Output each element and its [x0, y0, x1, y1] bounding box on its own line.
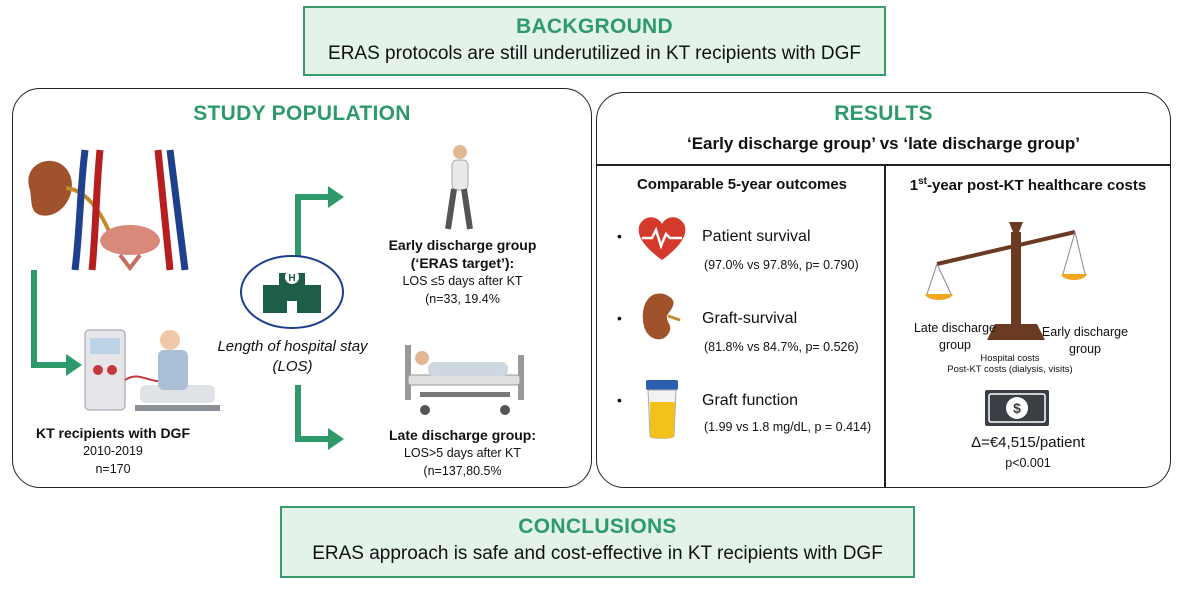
background-box: BACKGROUND ERAS protocols are still unde… — [303, 6, 886, 76]
scale-left-line2: group — [939, 338, 971, 352]
svg-text:$: $ — [1013, 400, 1021, 416]
outcome-label: Patient survival — [702, 228, 811, 245]
results-divider-vertical — [884, 165, 886, 487]
outcome-detail: (1.99 vs 1.8 mg/dL, p = 0.414) — [704, 420, 872, 434]
scale-right-label: Early discharge group — [1030, 324, 1140, 358]
kt-n: n=170 — [95, 462, 131, 476]
urine-cup-icon — [646, 380, 678, 439]
bullet: • — [617, 310, 622, 326]
kt-years: 2010-2019 — [83, 444, 143, 458]
los-label: Length of hospital stay (LOS) — [205, 337, 380, 377]
cost-delta: Δ=€4,515/patient — [971, 434, 1085, 451]
early-discharge-block: Early discharge group (‘ERAS target’): L… — [375, 236, 550, 308]
outcome-label: Graft function — [702, 392, 799, 409]
arrow-down-right-icon — [295, 385, 344, 450]
costs-note: Hospital costs Post-KT costs (dialysis, … — [930, 353, 1090, 375]
kt-recipients-block: KT recipients with DGF 2010-2019 n=170 — [28, 424, 198, 478]
results-panel — [596, 92, 1171, 488]
bullet: • — [617, 392, 622, 408]
costs-note2: Post-KT costs (dialysis, visits) — [947, 364, 1073, 375]
kidney-anatomy-illustration — [28, 149, 189, 272]
dialysis-illustration — [84, 329, 220, 411]
late-group-n: (n=137,80.5% — [423, 464, 502, 478]
kidney-icon — [642, 293, 681, 340]
outcome-detail: (97.0% vs 97.8%, p= 0.790) — [704, 258, 859, 272]
walking-person-illustration — [445, 145, 473, 230]
results-comparison: ‘Early discharge group’ vs ‘late dischar… — [686, 134, 1080, 153]
costs-heading-sup: st — [918, 176, 927, 187]
early-group-n: (n=33, 19.4% — [425, 292, 500, 306]
scale-left-line1: Late discharge — [913, 321, 996, 335]
outcome-detail: (81.8% vs 84.7%, p= 0.526) — [704, 340, 859, 354]
late-discharge-block: Late discharge group: LOS>5 days after K… — [375, 426, 550, 480]
conclusions-text: ERAS approach is safe and cost-effective… — [312, 543, 883, 564]
costs-heading-pre: 1 — [909, 177, 919, 194]
scale-right-line1: Early discharge — [1041, 325, 1129, 339]
conclusions-heading: CONCLUSIONS — [518, 515, 677, 538]
study-population-heading: STUDY POPULATION — [193, 102, 411, 125]
early-group-title1: Early discharge group — [388, 237, 537, 253]
arrow-down-right-icon — [31, 270, 82, 376]
background-heading: BACKGROUND — [516, 15, 673, 38]
los-line2: (LOS) — [272, 358, 313, 375]
outcome-label: Graft-survival — [702, 310, 798, 327]
cost-p-value: p<0.001 — [1005, 456, 1051, 470]
early-group-title2: (‘ERAS target’): — [410, 255, 515, 271]
los-line1: Length of hospital stay — [217, 338, 368, 355]
hospital-icon: H — [240, 255, 344, 329]
costs-heading-post: -year post-KT healthcare costs — [927, 177, 1147, 194]
costs-heading: 1st-year post-KT healthcare costs — [886, 176, 1170, 194]
background-text: ERAS protocols are still underutilized i… — [328, 43, 861, 64]
scale-right-line2: group — [1069, 342, 1101, 356]
conclusions-box: CONCLUSIONS ERAS approach is safe and co… — [280, 506, 915, 578]
heart-icon — [638, 217, 686, 260]
costs-note1: Hospital costs — [980, 353, 1040, 364]
money-icon: $ — [985, 390, 1049, 426]
hospital-bed-illustration — [405, 345, 524, 415]
bullet: • — [617, 228, 622, 244]
late-group-criterion: LOS>5 days after KT — [403, 446, 522, 460]
balance-scale-icon — [925, 222, 1087, 340]
kt-recipients-label: KT recipients with DGF — [35, 425, 190, 441]
early-group-criterion: LOS ≤5 days after KT — [402, 274, 523, 288]
results-divider-horizontal — [597, 164, 1170, 166]
scale-left-label: Late discharge group — [905, 320, 1005, 354]
svg-text:H: H — [288, 273, 295, 284]
results-heading: RESULTS — [834, 102, 933, 125]
arrow-up-right-icon — [295, 186, 344, 275]
outcomes-heading: Comparable 5-year outcomes — [636, 176, 848, 193]
late-group-title: Late discharge group: — [388, 427, 537, 443]
